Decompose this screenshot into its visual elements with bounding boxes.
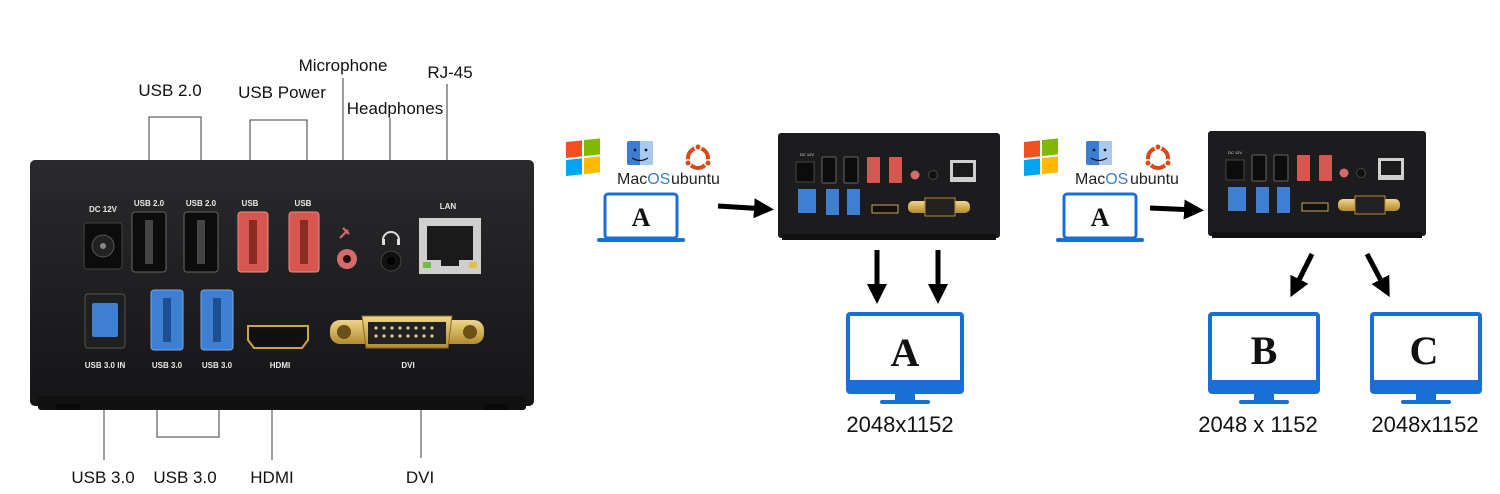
ubuntu-logo-icon — [1144, 143, 1172, 170]
label-usb-power-b: USB — [295, 199, 312, 208]
bottom-callout-lines — [103, 410, 422, 460]
laptop-icon — [597, 192, 685, 242]
arrow-icon — [1149, 199, 1204, 220]
callout-microphone: Microphone — [299, 56, 388, 75]
headphones-icon — [382, 231, 400, 245]
monitor-icon — [846, 312, 964, 404]
monitor-letter-a: A — [891, 330, 920, 375]
macos-label: MacOS — [617, 171, 670, 188]
callout-usb30-left: USB 3.0 — [71, 468, 134, 487]
monitor-letter-c: C — [1410, 328, 1439, 373]
callout-usb30-pair: USB 3.0 — [153, 468, 216, 487]
windows-logo-icon — [1024, 138, 1058, 176]
label-usb30-in: USB 3.0 IN — [85, 361, 126, 370]
macos-finder-icon — [627, 141, 653, 165]
arrow-icon — [1364, 252, 1390, 298]
macos-label: MacOS — [1075, 171, 1128, 188]
arrow-icon — [1290, 252, 1315, 298]
label-hdmi: HDMI — [270, 361, 290, 370]
scenario-2: MacOS ubuntu A DC 12V — [1024, 131, 1482, 437]
ubuntu-label: ubuntu — [671, 171, 720, 188]
windows-logo-icon — [566, 138, 600, 176]
arrow-icon — [717, 198, 774, 219]
callout-hdmi: HDMI — [250, 468, 293, 487]
dvi-port — [330, 315, 484, 349]
callout-rj45: RJ-45 — [427, 63, 472, 82]
laptop-letter-2: A — [1091, 203, 1110, 232]
label-usb30-b: USB 3.0 — [202, 361, 233, 370]
monitor-letter-b: B — [1251, 328, 1278, 373]
label-dvi: DVI — [401, 361, 414, 370]
label-usb-power-a: USB — [242, 199, 259, 208]
callout-usb-power: USB Power — [238, 83, 326, 102]
laptop-icon — [1056, 192, 1144, 242]
laptop-letter-1: A — [632, 203, 651, 232]
small-dock-1: DC 12V — [778, 133, 1000, 240]
svg-text:DC 12V: DC 12V — [1228, 150, 1242, 155]
monitor-icon — [1208, 312, 1320, 404]
dock-base — [38, 396, 526, 410]
scenario-1: MacOS ubuntu A DC 12V — [566, 133, 1000, 437]
label-dc: DC 12V — [89, 205, 118, 214]
monitor-icon — [1370, 312, 1482, 404]
monitor-c-resolution: 2048x1152 — [1371, 412, 1478, 437]
macos-finder-icon — [1086, 141, 1112, 165]
label-usb20-b: USB 2.0 — [186, 199, 217, 208]
monitor-a-resolution: 2048x1152 — [846, 412, 953, 437]
callout-headphones: Headphones — [347, 99, 443, 118]
svg-text:DC 12V: DC 12V — [800, 152, 814, 157]
dock-foot-left — [56, 404, 80, 410]
label-usb30-a: USB 3.0 — [152, 361, 183, 370]
callout-usb20: USB 2.0 — [138, 81, 201, 100]
dock-foot-right — [484, 404, 508, 410]
hdmi-port — [247, 325, 309, 349]
callout-dvi: DVI — [406, 468, 434, 487]
small-dock-2: DC 12V — [1208, 131, 1426, 238]
ubuntu-label: ubuntu — [1130, 171, 1179, 188]
ubuntu-logo-icon — [684, 143, 712, 170]
label-usb20-a: USB 2.0 — [134, 199, 165, 208]
top-callout-lines — [148, 78, 448, 160]
large-dock: USB 2.0 USB Power Microphone Headphones … — [30, 56, 534, 487]
monitor-b-resolution: 2048 x 1152 — [1198, 412, 1317, 437]
label-lan: LAN — [440, 202, 457, 211]
microphone-icon — [339, 227, 350, 239]
